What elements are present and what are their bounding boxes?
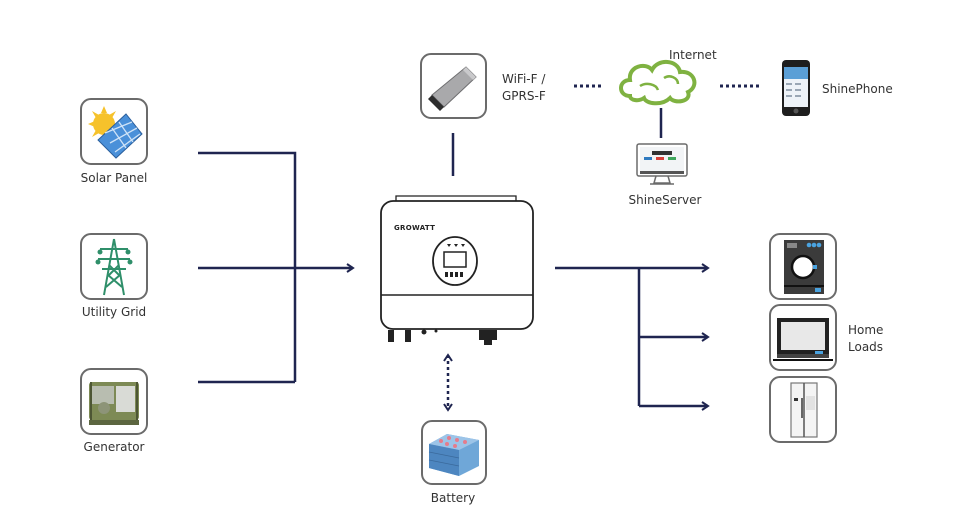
refrigerator-tile [769, 376, 837, 443]
generator-label: Generator [83, 440, 145, 454]
battery-tile [421, 420, 487, 485]
washing-machine-icon [784, 240, 824, 294]
shinephone-label: ShinePhone [822, 82, 893, 96]
television-tile [769, 304, 837, 371]
internet-label: Internet [669, 48, 717, 62]
cloud-icon [619, 60, 697, 106]
shineserver-label: ShineServer [628, 193, 702, 207]
generator-icon [89, 382, 139, 425]
solar-panel-label: Solar Panel [80, 171, 148, 185]
monitor-icon [636, 143, 688, 185]
solar-panel-icon [88, 106, 143, 159]
wifi-stick-icon [428, 66, 477, 111]
television-icon [773, 318, 833, 361]
solar-wire [198, 151, 297, 382]
generator-tile [80, 368, 148, 435]
inverter-icon [380, 195, 534, 345]
smartphone-icon [782, 60, 810, 116]
wifi-module-label-line1: WiFi-F / [502, 72, 546, 86]
battery-label: Battery [430, 491, 476, 505]
wifi-module-tile [420, 53, 487, 119]
refrigerator-icon [790, 382, 818, 438]
washing-machine-tile [769, 233, 837, 300]
battery-icon [428, 434, 479, 476]
home-loads-label-line1: Home [848, 323, 884, 337]
utility-grid-tile [80, 233, 148, 300]
utility-grid-label: Utility Grid [81, 305, 147, 319]
inverter-brand: GROWATT [394, 224, 436, 232]
transmission-tower-icon [95, 238, 133, 296]
home-loads-label-line2: Loads [848, 340, 884, 354]
solar-panel-tile [80, 98, 148, 165]
wifi-module-label-line2: GPRS-F [502, 89, 546, 103]
